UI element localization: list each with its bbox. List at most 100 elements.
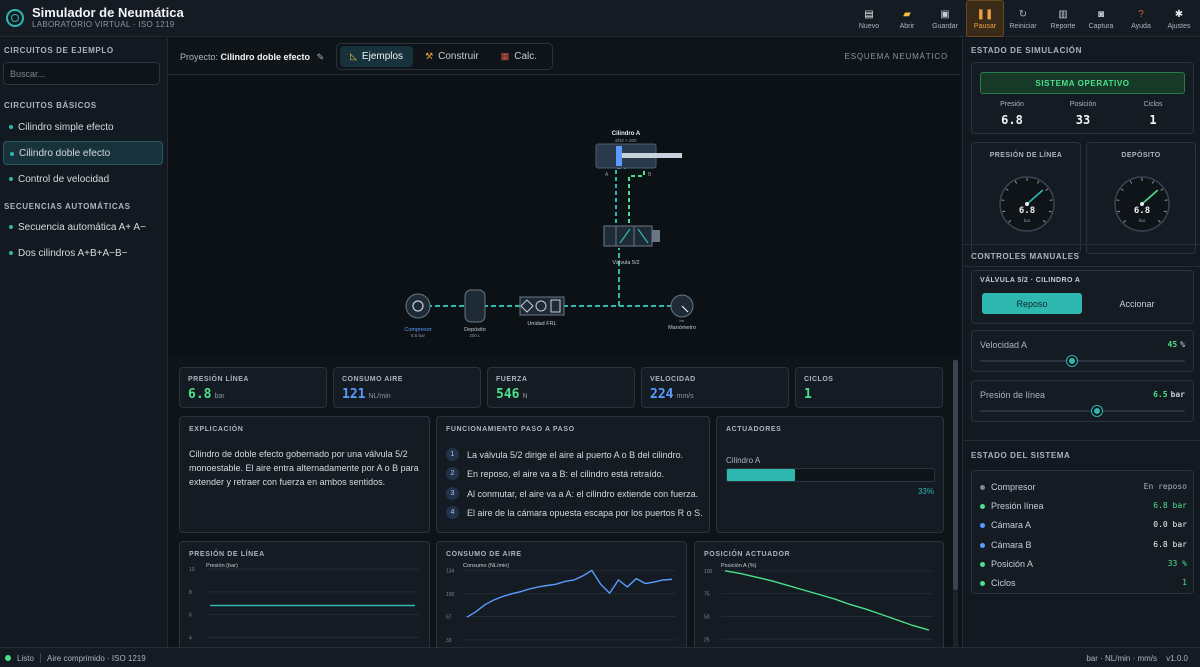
valve-5-2[interactable]: Válvula 5/2 bbox=[603, 225, 660, 266]
system-row-value: 6.8 bar bbox=[1153, 539, 1187, 549]
toolbar: ▤Nuevo▰Abrir▣Guardar❚❚Pausar↻Reiniciar ▥ R… bbox=[850, 0, 1198, 37]
toolbar-label: Ayuda bbox=[1131, 22, 1151, 30]
system-row: Cámara B 6.8 bar bbox=[980, 539, 1187, 553]
metric-number: 224 bbox=[650, 387, 674, 402]
sidebar-item-double-acting[interactable]: Cilindro doble efecto bbox=[3, 141, 163, 165]
tab-label: Ejemplos bbox=[361, 51, 404, 62]
valve-spring bbox=[652, 230, 660, 242]
system-row-value: 0.0 bar bbox=[1153, 520, 1187, 530]
gauge-tick bbox=[1117, 210, 1121, 213]
toolbar-label: Reporte bbox=[1050, 22, 1076, 30]
gauge-title: DEPÓSITO bbox=[1121, 152, 1161, 159]
report-icon: ▥ bbox=[1058, 8, 1068, 20]
status-bar: Listo Aire comprimido · ISO 1219 bar · N… bbox=[0, 647, 1200, 667]
sidebar-item-two-cylinders[interactable]: Dos cilindros A+B+A−B− bbox=[3, 241, 163, 265]
tank[interactable]: Depósito 200 L bbox=[464, 289, 486, 338]
sidebar-item-simple-acting[interactable]: Cilindro simple efecto bbox=[3, 115, 163, 139]
gauge-title: PRESIÓN DE LÍNEA bbox=[989, 152, 1063, 159]
y-tick-label: 100 bbox=[704, 569, 713, 575]
ready-dot-icon bbox=[5, 655, 11, 661]
reposo-button[interactable]: Reposo bbox=[982, 293, 1082, 314]
gauge-tick bbox=[1160, 188, 1164, 191]
cylinder-rod bbox=[622, 153, 682, 158]
slider-label: Velocidad A bbox=[980, 340, 1028, 350]
ajustes-button[interactable]: ✱Ajustes bbox=[1160, 0, 1198, 37]
toolbar-label: Captura bbox=[1088, 22, 1114, 30]
ayuda-button[interactable]: ?Ayuda bbox=[1122, 0, 1160, 37]
system-row-value: 33 % bbox=[1167, 558, 1187, 568]
valve-arrows bbox=[619, 228, 649, 244]
tab-construir[interactable]: ⚒Construir bbox=[415, 46, 489, 67]
nuevo-button[interactable]: ▤Nuevo bbox=[850, 0, 888, 37]
card-title: EXPLICACIÓN bbox=[189, 426, 244, 433]
slider-track[interactable] bbox=[980, 356, 1185, 366]
gauge-value: 6.8 bbox=[1019, 206, 1035, 216]
slider-track[interactable] bbox=[980, 406, 1185, 416]
controls-heading: CONTROLES MANUALES bbox=[971, 252, 1080, 261]
slider-unit: bar bbox=[1170, 390, 1185, 399]
tab-ejemplos[interactable]: ◺Ejemplos bbox=[340, 46, 414, 67]
status-dot-icon bbox=[980, 542, 985, 548]
gauge-tick bbox=[1042, 219, 1046, 223]
card-title: FUNCIONAMIENTO PASO A PASO bbox=[446, 426, 575, 433]
cylinder-a[interactable]: Cilindro A Ø32 × 200 A B bbox=[595, 131, 682, 178]
reporte-button[interactable]: ▥ Reporte bbox=[1044, 0, 1082, 37]
y-tick-label: 8 bbox=[189, 590, 192, 596]
actuator-progress-bar bbox=[726, 468, 935, 482]
tank-body bbox=[464, 289, 486, 323]
toolbar-label: Abrir bbox=[899, 22, 915, 30]
compressor[interactable]: Compresor 6.5 bar bbox=[404, 293, 432, 338]
status-dot-icon bbox=[980, 504, 985, 510]
reiniciar-button[interactable]: ↻Reiniciar bbox=[1004, 0, 1042, 37]
tab-label: Construir bbox=[438, 51, 479, 62]
gear-icon: ✱ bbox=[1174, 8, 1184, 20]
abrir-button[interactable]: ▰Abrir bbox=[888, 0, 926, 37]
tab-calc[interactable]: ▦Calc. bbox=[491, 46, 547, 67]
y-tick-label: 6 bbox=[189, 613, 192, 619]
cylinder-spec: Ø32 × 200 bbox=[615, 138, 637, 143]
explanation-card: EXPLICACIÓN Cilindro de doble efecto gob… bbox=[179, 416, 430, 533]
captura-button[interactable]: ◙Captura bbox=[1082, 0, 1120, 37]
y-tick-label: 10 bbox=[189, 567, 195, 573]
system-row-name: Posición A bbox=[991, 558, 1034, 569]
y-tick-label: 134 bbox=[446, 568, 455, 574]
slider-thumb[interactable] bbox=[1067, 356, 1078, 366]
frl-unit[interactable]: Unidad FRL bbox=[519, 296, 565, 327]
center-scrollbar-thumb[interactable] bbox=[953, 360, 958, 590]
line-port-a bbox=[615, 167, 626, 223]
slider-number: 6.5 bbox=[1153, 390, 1168, 399]
y-tick-label: 67 bbox=[446, 615, 452, 621]
sidebar-item-speed-control[interactable]: Control de velocidad bbox=[3, 167, 163, 191]
metric-cycles: CICLOS 1 bbox=[795, 367, 943, 408]
status-dot-icon bbox=[980, 485, 985, 490]
project-name[interactable]: Cilindro doble efecto bbox=[220, 52, 311, 62]
status-dot-icon bbox=[980, 581, 985, 586]
gauge-unit: bar bbox=[1024, 218, 1031, 223]
system-row-name: Cámara B bbox=[991, 539, 1032, 550]
sidebar-item-sequence-a[interactable]: Secuencia automática A+ A− bbox=[3, 215, 163, 239]
frl-body bbox=[519, 296, 565, 316]
accionar-button[interactable]: Accionar bbox=[1119, 298, 1155, 309]
pressure-gauge[interactable]: bar Manómetro bbox=[668, 294, 696, 331]
pausar-button[interactable]: ❚❚Pausar bbox=[966, 0, 1004, 37]
right-panel: ESTADO DE SIMULACIÓN SISTEMA OPERATIVO P… bbox=[962, 38, 1200, 647]
step-text: La válvula 5/2 dirige el aire al puerto … bbox=[467, 449, 684, 460]
slider-speed: Velocidad A 45% bbox=[971, 330, 1194, 372]
center-scrollbar[interactable] bbox=[953, 360, 958, 647]
toolbar-label: Guardar bbox=[932, 22, 958, 30]
step-text: En reposo, el aire va a B: el cilindro e… bbox=[467, 468, 665, 479]
guardar-button[interactable]: ▣Guardar bbox=[926, 0, 964, 37]
slider-thumb[interactable] bbox=[1091, 406, 1102, 416]
divider bbox=[963, 244, 1200, 245]
tank-spec: 200 L bbox=[469, 333, 481, 338]
status-medium: Aire comprimido · ISO 1219 bbox=[47, 654, 146, 663]
search-input[interactable] bbox=[3, 62, 160, 85]
system-heading: ESTADO DEL SISTEMA bbox=[971, 451, 1071, 460]
edit-pencil-icon[interactable]: ✎ bbox=[316, 52, 325, 62]
